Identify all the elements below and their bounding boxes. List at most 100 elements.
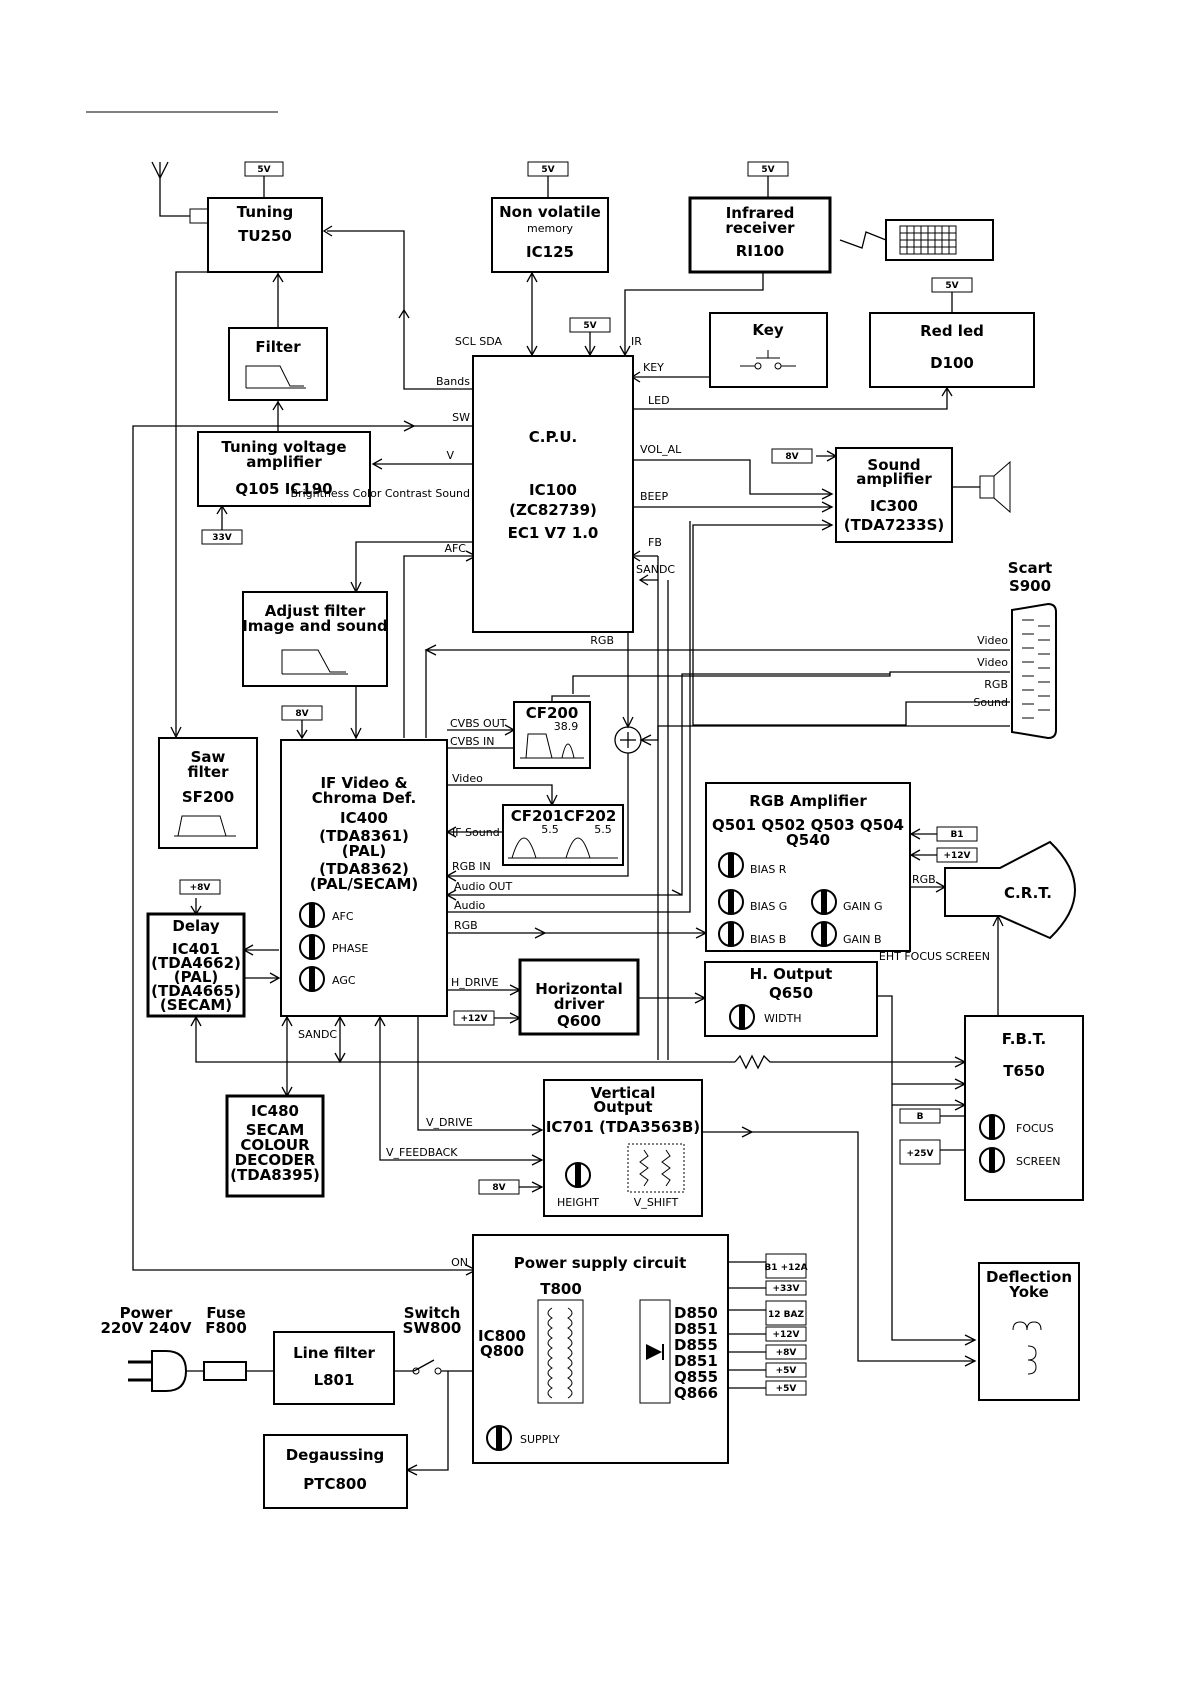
svg-text:EHT FOCUS SCREEN: EHT FOCUS SCREEN [879, 950, 990, 963]
scart-connector: Scart S900 [1008, 559, 1057, 740]
svg-text:Adjust filter: Adjust filter [265, 602, 366, 620]
secam-decoder-block: IC480 SECAM COLOUR DECODER (TDA8395) [225, 1094, 325, 1198]
svg-text:Output: Output [593, 1098, 652, 1116]
svg-text:SF200: SF200 [182, 788, 234, 806]
svg-text:Filter: Filter [255, 338, 301, 356]
svg-text:+33V: +33V [772, 1284, 799, 1294]
svg-text:SW: SW [452, 411, 470, 424]
svg-text:EC1 V7 1.0: EC1 V7 1.0 [508, 524, 599, 542]
svg-text:RGB: RGB [590, 634, 614, 647]
led-supply-tag: 5V [945, 281, 958, 291]
svg-text:Sound: Sound [867, 456, 920, 474]
svg-text:Horizontal: Horizontal [535, 980, 623, 998]
delay-block: Delay IC401 (TDA4662) (PAL) (TDA4665) (S… [146, 912, 246, 1018]
svg-text:IR: IR [631, 335, 642, 348]
crt-block: C.R.T. [944, 840, 1076, 940]
mains-plug-icon: Power 220V 240V [100, 1304, 192, 1392]
svg-text:H. Output: H. Output [750, 965, 833, 983]
svg-text:IC800: IC800 [478, 1327, 526, 1345]
svg-text:(TDA8395): (TDA8395) [230, 1166, 320, 1184]
cpu-supply-tag: 5V [583, 321, 596, 331]
svg-text:RGB: RGB [454, 919, 478, 932]
svg-text:Yoke: Yoke [1008, 1283, 1049, 1301]
svg-text:220V 240V: 220V 240V [100, 1319, 191, 1337]
svg-text:12 BAZ: 12 BAZ [768, 1310, 804, 1320]
svg-text:SECAM: SECAM [246, 1121, 305, 1139]
svg-text:Q600: Q600 [557, 1012, 601, 1030]
screen-trimmer-icon [979, 1147, 1005, 1173]
svg-text:(TDA8361): (TDA8361) [319, 827, 409, 845]
svg-text:Power supply circuit: Power supply circuit [514, 1254, 687, 1272]
svg-text:BIAS B: BIAS B [750, 933, 786, 946]
svg-text:38.9: 38.9 [554, 720, 579, 733]
svg-text:filter: filter [187, 763, 229, 781]
vertical-output-block: Vertical Output IC701 (TDA3563B) HEIGHT … [543, 1079, 703, 1217]
svg-text:+12V: +12V [772, 1330, 799, 1340]
bias-r-trimmer-icon [718, 852, 744, 878]
svg-text:CF200: CF200 [526, 704, 579, 722]
svg-text:Tuning: Tuning [237, 203, 294, 221]
tva-supply-tag: 33V [212, 533, 232, 543]
svg-text:IC125: IC125 [526, 243, 574, 261]
svg-text:IC300: IC300 [870, 497, 918, 515]
ic400-block: IF Video & Chroma Def. IC400 (TDA8361) (… [280, 739, 448, 1017]
saw-filter-block: Saw filter SF200 [158, 737, 258, 849]
svg-text:PHASE: PHASE [332, 942, 368, 955]
svg-text:FB: FB [648, 536, 662, 549]
svg-text:GAIN B: GAIN B [843, 933, 882, 946]
vout-supply-tag: 8V [492, 1183, 505, 1193]
svg-text:D851: D851 [674, 1352, 718, 1370]
svg-text:WIDTH: WIDTH [764, 1012, 802, 1025]
svg-text:(TDA7233S): (TDA7233S) [844, 516, 945, 534]
svg-text:5.5: 5.5 [541, 823, 559, 836]
svg-text:SANDC: SANDC [636, 563, 675, 576]
svg-text:V_FEEDBACK: V_FEEDBACK [386, 1146, 458, 1159]
svg-text:Saw: Saw [191, 748, 226, 766]
svg-text:Bands: Bands [436, 375, 470, 388]
svg-text:Delay: Delay [172, 917, 219, 935]
svg-text:BIAS G: BIAS G [750, 900, 787, 913]
width-trimmer-icon [729, 1004, 755, 1030]
svg-text:RGB: RGB [912, 873, 936, 886]
cf200-filter: CF200 38.9 [513, 701, 591, 769]
ic400-supply-tag: 8V [295, 709, 308, 719]
svg-text:KEY: KEY [643, 361, 664, 374]
svg-text:D855: D855 [674, 1336, 718, 1354]
tuning-voltage-amplifier-block: Tuning voltage amplifier Q105 IC190 [197, 431, 371, 507]
adjust-filter-block: Adjust filter Image and sound [242, 591, 388, 687]
gain-g-trimmer-icon [811, 889, 837, 915]
svg-text:+8V: +8V [776, 1348, 797, 1358]
svg-text:IF Sound: IF Sound [452, 826, 500, 839]
svg-text:VOL_AL: VOL_AL [640, 443, 682, 456]
svg-text:RGB IN: RGB IN [452, 860, 491, 873]
svg-text:V: V [446, 449, 454, 462]
svg-text:Q105 IC190: Q105 IC190 [235, 480, 332, 498]
svg-text:(PAL): (PAL) [342, 842, 387, 860]
svg-text:driver: driver [554, 995, 605, 1013]
svg-text:RGB: RGB [984, 678, 1008, 691]
svg-text:receiver: receiver [725, 219, 795, 237]
signal-labels: SCL SDA IR KEY LED Bands SW V Brightness… [291, 335, 1009, 1269]
bias-b-trimmer-icon [718, 921, 744, 947]
svg-text:T800: T800 [540, 1280, 582, 1298]
svg-text:(TDA4662): (TDA4662) [151, 954, 241, 972]
svg-text:CF201: CF201 [511, 807, 564, 825]
svg-text:(ZC82739): (ZC82739) [509, 501, 597, 519]
svg-text:Q855: Q855 [674, 1368, 718, 1386]
svg-text:Scart: Scart [1008, 559, 1052, 577]
fbt-b-tag: B [917, 1112, 924, 1122]
fbt-block: F.B.T. T650 FOCUS SCREEN [964, 1015, 1084, 1201]
ir-receiver-block: Infrared receiver RI100 [688, 196, 832, 274]
svg-text:IC701 (TDA3563B): IC701 (TDA3563B) [546, 1118, 700, 1136]
svg-text:RI100: RI100 [736, 242, 784, 260]
svg-text:Chroma Def.: Chroma Def. [312, 789, 416, 807]
fuse-icon: Fuse F800 [203, 1304, 247, 1381]
svg-text:Audio: Audio [454, 899, 486, 912]
svg-text:ON: ON [451, 1256, 468, 1269]
svg-text:IC100: IC100 [529, 481, 577, 499]
svg-text:Degaussing: Degaussing [286, 1446, 385, 1464]
svg-text:GAIN G: GAIN G [843, 900, 883, 913]
svg-text:IC401: IC401 [172, 940, 220, 958]
svg-text:Q540: Q540 [786, 831, 830, 849]
svg-text:F.B.T.: F.B.T. [1002, 1030, 1047, 1048]
